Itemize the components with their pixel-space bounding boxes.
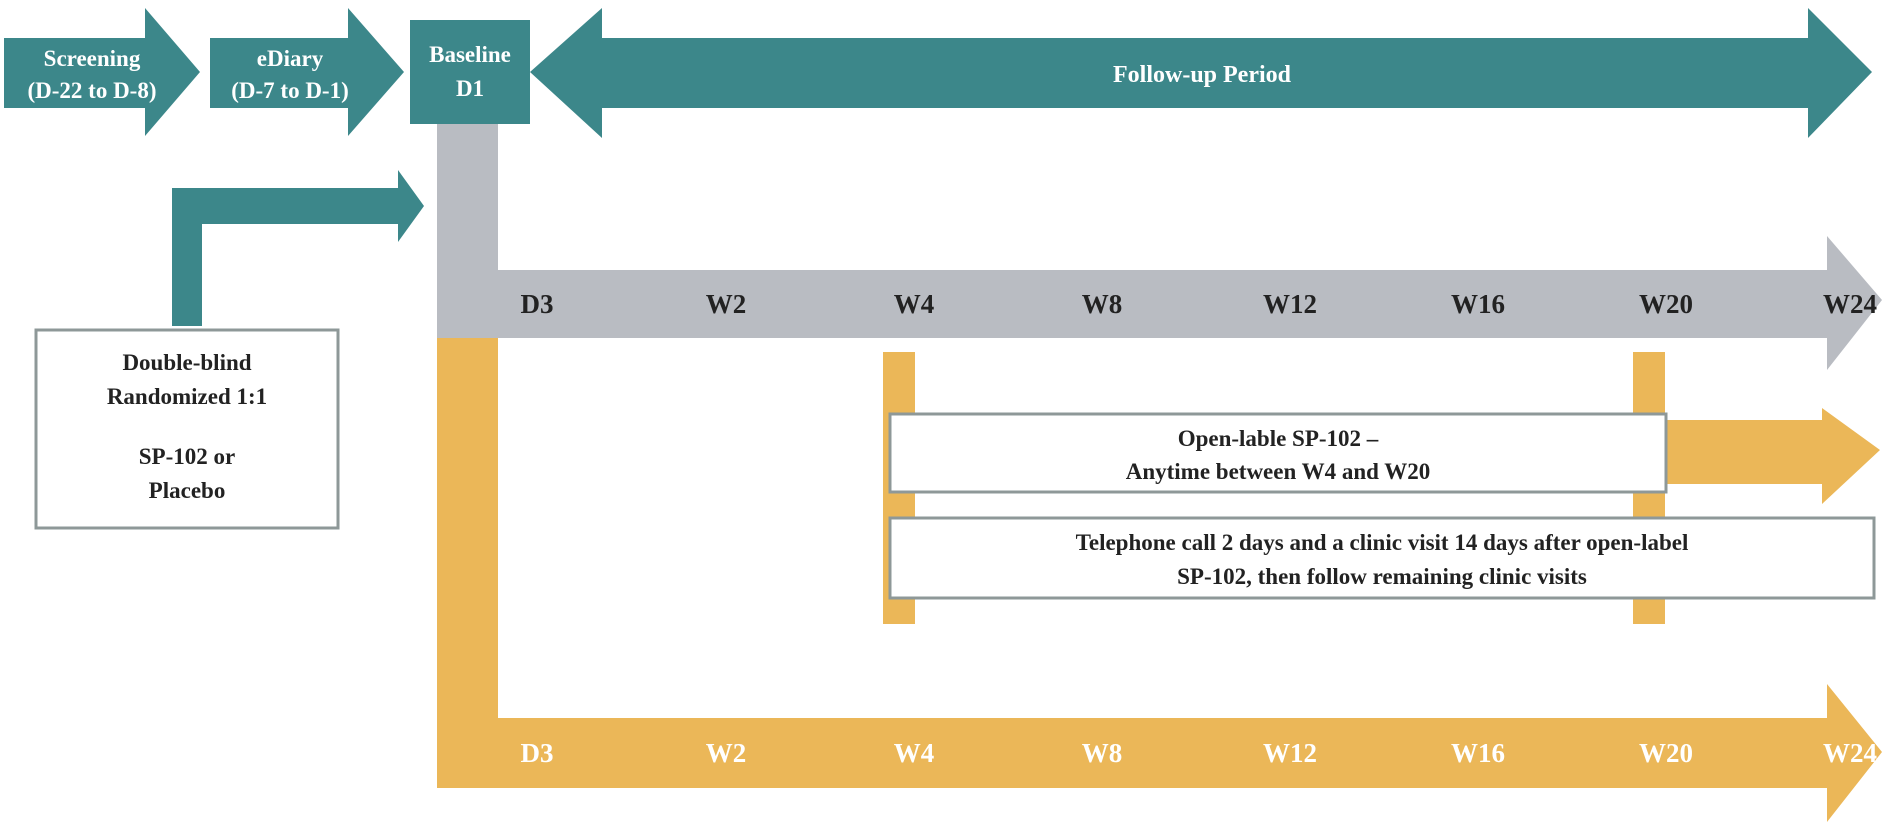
ediary-label: eDiary bbox=[257, 46, 324, 71]
gold-arm-visit-w8: W8 bbox=[1082, 738, 1123, 768]
gray-arm-visit-labels: D3 W2 W4 W8 W12 W16 W20 W24 bbox=[521, 289, 1878, 319]
randomization-design: Double-blind bbox=[122, 350, 251, 375]
gold-arm-visit-w4: W4 bbox=[894, 738, 935, 768]
gray-arm-visit-w16: W16 bbox=[1451, 289, 1505, 319]
randomization-bent-arrow bbox=[172, 170, 424, 326]
telephone-call-line-2: SP-102, then follow remaining clinic vis… bbox=[1177, 564, 1587, 589]
gold-arm-visit-w20: W20 bbox=[1639, 738, 1693, 768]
ediary-arrow bbox=[210, 8, 404, 136]
gold-arm-visit-w12: W12 bbox=[1263, 738, 1317, 768]
gray-arm-visit-w24: W24 bbox=[1823, 289, 1877, 319]
baseline-label: Baseline bbox=[429, 42, 511, 67]
gold-arm-visit-labels: D3 W2 W4 W8 W12 W16 W20 W24 bbox=[521, 738, 1878, 768]
gold-arm-visit-w2: W2 bbox=[706, 738, 747, 768]
gold-arm-visit-w24: W24 bbox=[1823, 738, 1877, 768]
randomization-arm-1: SP-102 or bbox=[139, 444, 235, 469]
follow-up-period-arrow bbox=[530, 8, 1872, 138]
open-label-title: Open-lable SP-102 – bbox=[1178, 426, 1379, 451]
gold-arm-visit-w16: W16 bbox=[1451, 738, 1505, 768]
telephone-call-box bbox=[888, 516, 1876, 600]
gray-arm-visit-w8: W8 bbox=[1082, 289, 1123, 319]
baseline-day: D1 bbox=[456, 76, 484, 101]
screening-arrow bbox=[4, 8, 200, 136]
gray-arm-visit-w20: W20 bbox=[1639, 289, 1693, 319]
randomization-ratio: Randomized 1:1 bbox=[107, 384, 267, 409]
gray-arm-arrow bbox=[437, 124, 1882, 370]
ediary-dates: (D-7 to D-1) bbox=[231, 78, 349, 103]
gray-arm-visit-w2: W2 bbox=[706, 289, 747, 319]
randomization-arm-2: Placebo bbox=[149, 478, 226, 503]
gold-arm-arrow bbox=[437, 338, 1882, 822]
open-label-box bbox=[888, 412, 1668, 494]
open-label-continuation-arrow bbox=[1665, 408, 1880, 504]
gray-arm-visit-w4: W4 bbox=[894, 289, 935, 319]
open-label-window: Anytime between W4 and W20 bbox=[1126, 459, 1431, 484]
gray-arm-visit-d3: D3 bbox=[521, 289, 554, 319]
telephone-call-line-1: Telephone call 2 days and a clinic visit… bbox=[1076, 530, 1689, 555]
baseline-box bbox=[410, 20, 530, 124]
gray-arm-visit-w12: W12 bbox=[1263, 289, 1317, 319]
randomization-box bbox=[34, 328, 340, 530]
gold-arm-visit-d3: D3 bbox=[521, 738, 554, 768]
screening-label: Screening bbox=[44, 46, 141, 71]
follow-up-period-label: Follow-up Period bbox=[1113, 62, 1292, 88]
screening-dates: (D-22 to D-8) bbox=[27, 78, 156, 103]
